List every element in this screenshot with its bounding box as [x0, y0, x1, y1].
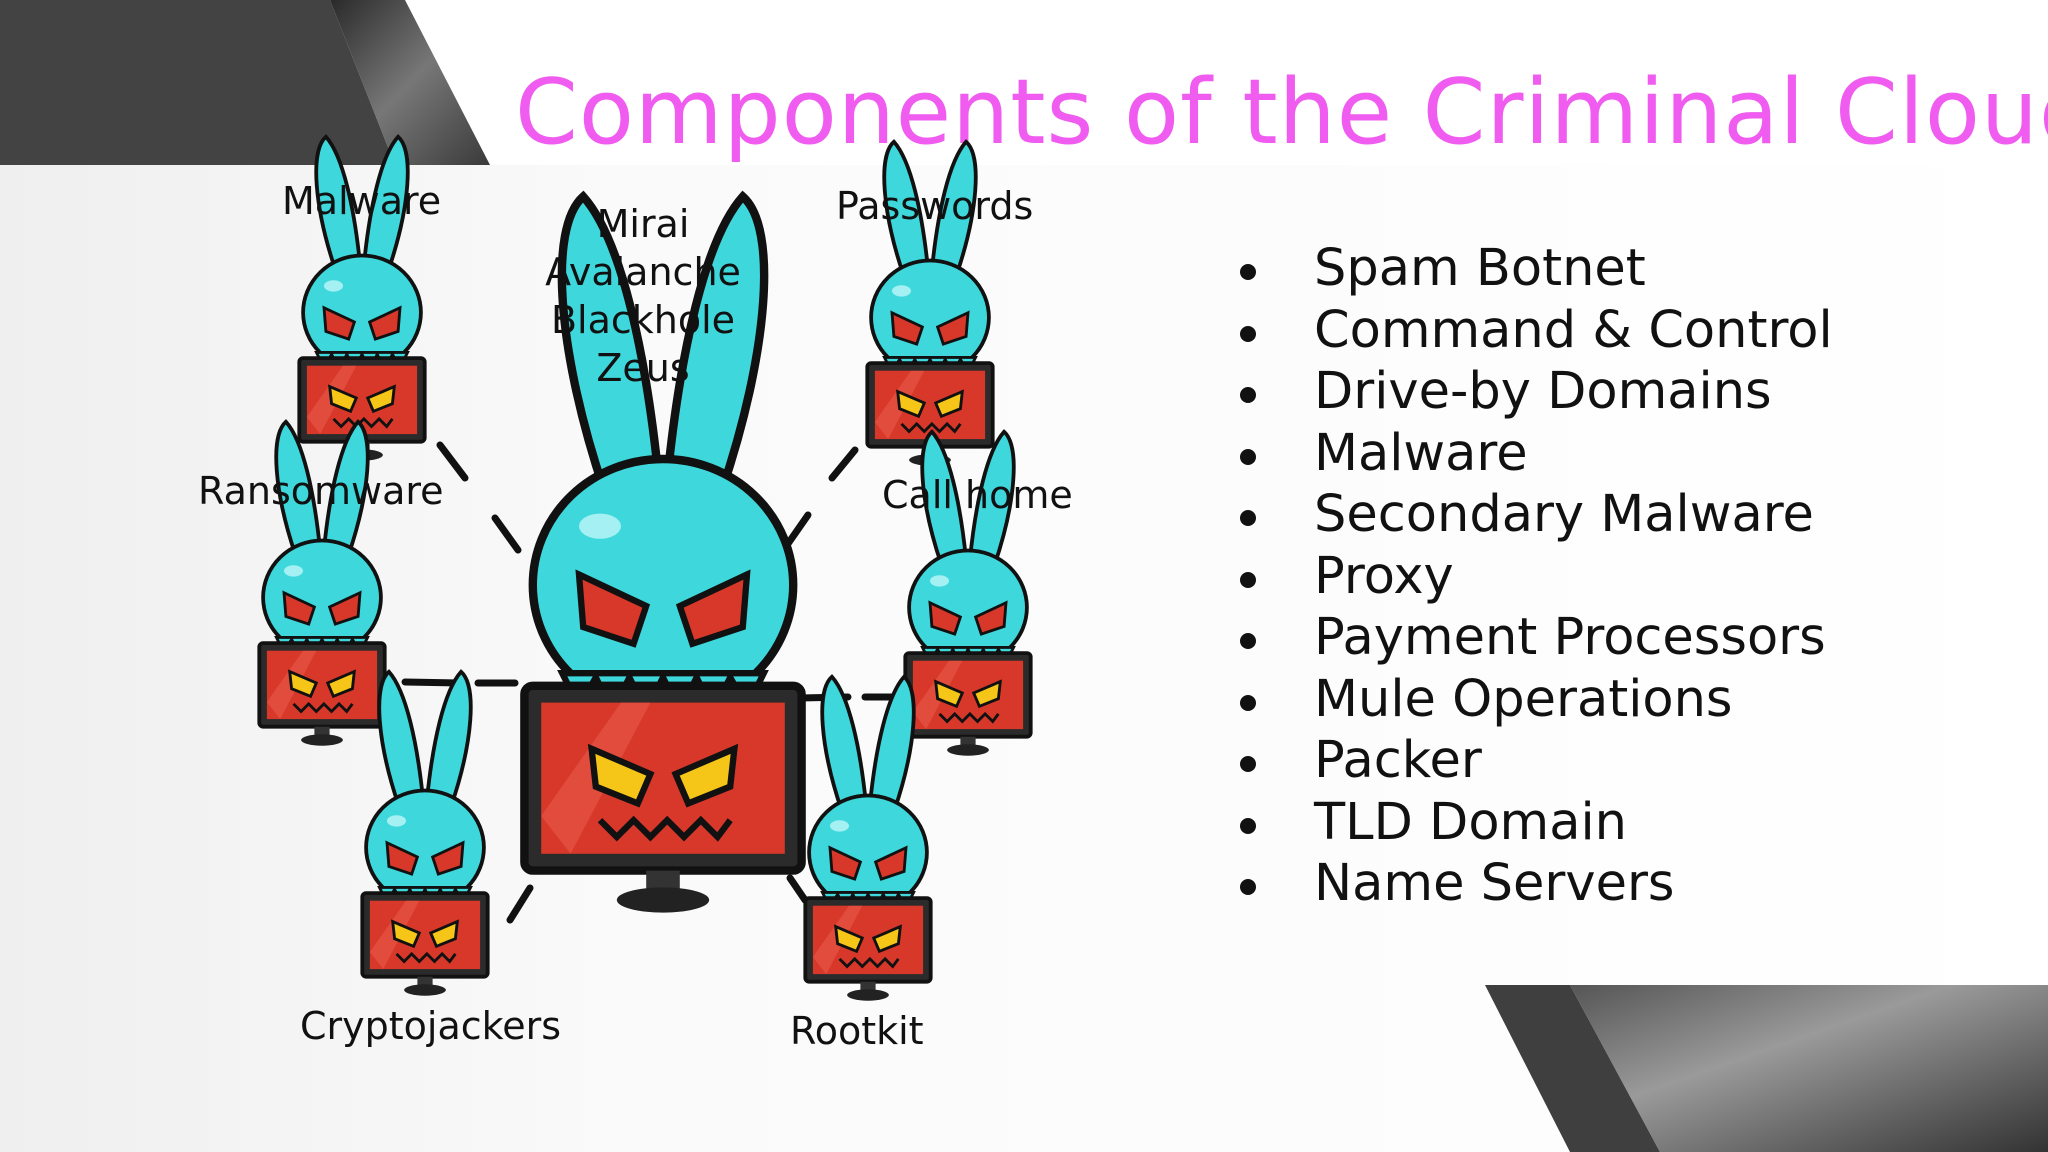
list-item: Payment Processors [1232, 607, 1833, 669]
center-labels: Mirai Avalanche Blackhole Zeus [528, 200, 758, 392]
node-label-malware: Malware [282, 179, 442, 223]
list-item: Malware [1232, 423, 1833, 485]
list-item-text: Mule Operations [1314, 669, 1733, 729]
bullet-icon [1240, 571, 1256, 588]
list-item-text: Packer [1314, 731, 1482, 790]
monster-cryptojackers [360, 669, 490, 998]
bullet-icon [1240, 694, 1256, 711]
list-item: Spam Botnet [1232, 238, 1833, 300]
bullet-icon [1240, 325, 1256, 342]
node-label-call-home: Call home [882, 473, 1073, 517]
center-label-blackhole: Blackhole [550, 298, 736, 342]
list-item: Mule Operations [1232, 669, 1833, 731]
list-item-text: Name Servers [1314, 854, 1675, 913]
list-item-text: Command & Control [1314, 300, 1833, 360]
slide-title: Components of the Criminal Cloud [515, 60, 2048, 165]
list-item-text: Malware [1314, 423, 1528, 483]
bullet-icon [1240, 264, 1256, 280]
center-label-zeus: Zeus [596, 346, 690, 390]
list-item: Secondary Malware [1232, 484, 1833, 546]
node-label-passwords: Passwords [836, 184, 1034, 228]
bullet-icon [1240, 879, 1256, 895]
components-list: Spam Botnet Command & Control Drive-by D… [1232, 238, 1833, 915]
node-label-rootkit: Rootkit [790, 1009, 924, 1053]
connector-malware [436, 441, 469, 482]
bullet-icon [1240, 448, 1256, 465]
list-item-text: Spam Botnet [1314, 239, 1646, 298]
node-label-cryptojackers: Cryptojackers [300, 1004, 562, 1048]
list-item: Proxy [1232, 546, 1833, 608]
list-item-text: Drive-by Domains [1314, 362, 1772, 421]
center-label-avalanche: Avalanche [545, 250, 741, 294]
list-item: Packer [1232, 730, 1833, 792]
bullet-icon [1240, 817, 1256, 834]
list-item-text: Secondary Malware [1314, 485, 1814, 544]
center-label-mirai: Mirai [596, 202, 690, 246]
connector-cryptojackers [506, 884, 534, 924]
bullet-icon [1240, 510, 1256, 526]
connector-rootkit [786, 874, 809, 904]
list-item: Drive-by Domains [1232, 361, 1833, 423]
connector-passwords [828, 446, 859, 482]
list-item: Name Servers [1232, 853, 1833, 915]
monster-rootkit [803, 674, 933, 1003]
list-item: TLD Domain [1232, 792, 1833, 854]
connector-malware-2 [491, 514, 522, 554]
list-item-text: Payment Processors [1314, 608, 1826, 667]
list-item-text: TLD Domain [1314, 792, 1627, 852]
bullet-icon [1240, 756, 1256, 772]
list-item: Command & Control [1232, 300, 1833, 362]
bullet-icon [1240, 387, 1256, 403]
node-label-ransomware: Ransomware [198, 469, 444, 513]
connector-ransomware [401, 678, 464, 687]
list-item-text: Proxy [1314, 546, 1454, 606]
bullet-icon [1240, 633, 1256, 649]
